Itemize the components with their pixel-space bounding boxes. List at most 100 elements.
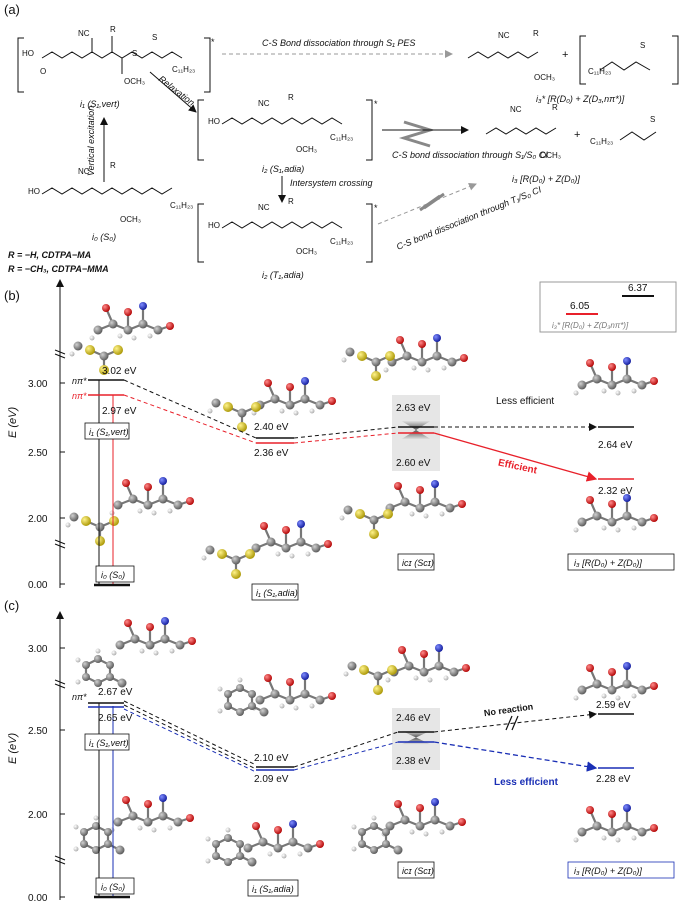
c11h23-label: C₁₁H₂₃ [590, 137, 613, 146]
no-reaction-label: No reaction [483, 701, 533, 718]
tick-label: 3.00 [28, 644, 48, 655]
ci-cone-icon [419, 192, 445, 212]
level-label: 2.64 eV [598, 440, 633, 451]
molecule-i0 [64, 475, 196, 548]
svg-text:*: * [211, 37, 215, 47]
tick-label: 0.00 [28, 580, 48, 591]
cs-t1s0-text: C-S bond dissociation through T₁/S₀ CI [395, 184, 543, 252]
level-label: 2.36 eV [254, 448, 289, 459]
tick-label: 3.00 [28, 379, 48, 390]
level-label: 2.67 eV [98, 687, 133, 698]
ho-label: HO [208, 117, 220, 126]
level-label: 2.97 eV [102, 406, 137, 417]
ho-label: HO [22, 49, 34, 58]
i2s-label: i₂ (S₁,adia) [262, 164, 304, 174]
less-efficient-label: Less efficient [496, 396, 554, 407]
molecule-i0 [72, 792, 196, 856]
state-label-i1-adia: i₁ (S₁,adia) [252, 884, 294, 894]
nc-label: NC [258, 203, 270, 212]
plus-sign: + [574, 129, 580, 141]
level-label: 2.63 eV [396, 403, 431, 414]
molecule-i1-adia-2 [204, 818, 326, 868]
isc-text: Intersystem crossing [290, 178, 373, 188]
structure-i2-t1: * HO NC R OCH₃ C₁₁H₂₃ i₂ (T₁,adia) [197, 197, 378, 280]
level-label: 2.40 eV [254, 422, 289, 433]
svg-text:*: * [374, 203, 378, 213]
molecule-i3-top [572, 355, 660, 397]
level-label: 2.46 eV [396, 713, 431, 724]
state-label-ici: iᴄɪ (Sᴄɪ) [402, 866, 434, 876]
cs-s1-text: C-S Bond dissociation through S₁ PES [262, 38, 415, 48]
y-axis-label: E (eV) [7, 732, 19, 764]
tick-label: 2.50 [28, 726, 48, 737]
c11h23-label: C₁₁H₂₃ [330, 133, 353, 142]
vertical-excitation-text: Vertical excitation [86, 106, 96, 176]
i2t-label: i₂ (T₁,adia) [262, 270, 304, 280]
level-label: 2.09 eV [254, 774, 289, 785]
npi-tag-black: nπ* [72, 376, 87, 386]
inset-black-value: 6.37 [628, 283, 648, 294]
s-label: S [640, 41, 645, 50]
molecule-i1-adia [216, 670, 338, 718]
och3-label: OCH₃ [534, 73, 555, 82]
molecule-ici-top [342, 642, 472, 697]
state-label-i1-adia: i₁ (S₁,adia) [256, 588, 298, 598]
r-label: R [110, 25, 116, 34]
nc-label: NC [78, 167, 90, 176]
c11h23-label: C₁₁H₂₃ [588, 67, 611, 76]
molecule-i3-bottom [572, 492, 660, 534]
och3-label: OCH₃ [296, 247, 317, 256]
level-label: 3.02 eV [102, 366, 137, 377]
structure-i3-star: NC R OCH₃ + C₁₁H₂₃ S i₃* [R(D₀) + Z(D₃,n… [467, 29, 679, 104]
ho-label: HO [28, 187, 40, 196]
y-axis-label: E (eV) [7, 406, 19, 438]
relaxation-text: Relaxation [157, 74, 197, 108]
tick-label: 2.50 [28, 448, 48, 459]
plus-sign: + [562, 49, 568, 61]
level-label: 2.59 eV [596, 700, 631, 711]
relaxation-arrow [149, 71, 197, 113]
nc-label: NC [510, 105, 522, 114]
r-label: R [533, 29, 539, 38]
y-ticks: 3.00 2.50 2.00 0.00 [28, 644, 65, 903]
c11h23-label: C₁₁H₂₃ [330, 237, 353, 246]
ci-cone-icon [400, 420, 432, 440]
panel-b-label: (b) [4, 288, 20, 303]
nc-label: NC [258, 99, 270, 108]
level-label: 2.38 eV [396, 756, 431, 767]
state-label-i3: i₃ [R(D₀) + Z(D₀)] [574, 866, 642, 876]
level-label: 2.10 eV [254, 753, 289, 764]
panel-a: (a) * HO O NC R OCH₃ S S C₁₁H₂₃ i₁ (S₁,v… [4, 2, 679, 280]
tick-label: 2.00 [28, 810, 48, 821]
state-label-i0: i₀ (S₀) [101, 570, 125, 580]
och3-label: OCH₃ [296, 145, 317, 154]
i1-label: i₁ (S₁,vert) [80, 99, 120, 109]
i3star-label: i₃* [R(D₀) + Z(D₃,nπ*)] [536, 94, 625, 104]
s-label: S [132, 49, 137, 58]
structure-i0: HO NC R OCH₃ C₁₁H₂₃ i₀ (S₀) [28, 161, 193, 242]
cs-s1s0-text: C-S bond dissociation through S₁/S₀ CI [392, 150, 548, 160]
nc-label: NC [78, 29, 90, 38]
s-label: S [650, 115, 655, 124]
tick-label: 2.00 [28, 514, 48, 525]
molecule-i1-adia-2 [200, 518, 334, 581]
molecule-i3-top [572, 660, 660, 702]
state-label-i1-vert: i₁ (S₁,vert) [89, 738, 129, 748]
r-definition-ma: R = −H, CDTPA−MA [8, 250, 91, 260]
inset-i3star: 6.05 6.37 i₃* [R(D₀) + Z(D₃nπ*)] [539, 281, 677, 333]
molecule-i3-bottom [572, 802, 660, 844]
level-label: 2.28 eV [596, 774, 631, 785]
i3-label: i₃ [R(D₀) + Z(D₀)] [512, 174, 580, 184]
inset-caption: i₃* [R(D₀) + Z(D₃nπ*)] [552, 321, 629, 330]
r-label: R [288, 93, 294, 102]
blocked-mark-icon [505, 715, 519, 731]
s-label: S [152, 33, 157, 42]
nc-label: NC [498, 31, 510, 40]
molecule-ici-bottom [350, 796, 468, 856]
level-label: 2.32 eV [598, 486, 633, 497]
structure-i1-vert: * HO O NC R OCH₃ S S C₁₁H₂₃ i₁ (S₁,vert) [17, 25, 215, 109]
panel-c: (c) E (eV) 3.00 2.50 2.00 0.00 nπ* 2.67 … [4, 598, 675, 903]
level-label: 2.60 eV [396, 458, 431, 469]
r-label: R [552, 103, 558, 112]
molecule-ici-bottom [338, 478, 468, 541]
